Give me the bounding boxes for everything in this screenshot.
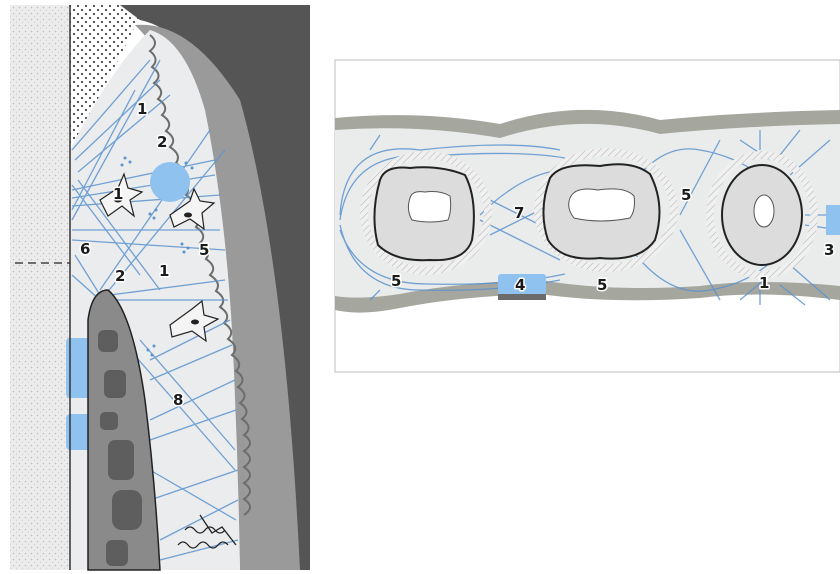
label-2-upper: 2 bbox=[157, 133, 167, 151]
label-1-top: 1 bbox=[137, 100, 147, 118]
label-5-upper-right: 5 bbox=[681, 186, 691, 204]
label-1-lower: 1 bbox=[159, 262, 169, 280]
label-7: 7 bbox=[514, 204, 524, 222]
label-8: 8 bbox=[173, 391, 183, 409]
tooth-surface bbox=[10, 5, 70, 570]
label-6: 6 bbox=[80, 240, 90, 258]
tooth-cross-section-3 bbox=[722, 165, 802, 265]
label-2-lower: 2 bbox=[115, 267, 125, 285]
left-panel-sagittal-section: 1 2 1 5 6 2 1 8 bbox=[10, 5, 310, 570]
label-5-lower-left: 5 bbox=[391, 272, 401, 290]
blood-vessel-highlight bbox=[150, 162, 190, 202]
label-5-lower-middle: 5 bbox=[597, 276, 607, 294]
label-5: 5 bbox=[199, 241, 209, 259]
label-1-right: 1 bbox=[759, 274, 769, 292]
fiber-highlight-3 bbox=[826, 205, 840, 235]
tooth-cross-section-1 bbox=[374, 167, 473, 260]
fiber-highlight-4-dark bbox=[498, 294, 546, 300]
label-4: 4 bbox=[515, 276, 525, 294]
right-panel-cross-section: 7 5 3 5 4 5 1 bbox=[335, 60, 840, 372]
label-3: 3 bbox=[824, 241, 834, 259]
label-1-middle: 1 bbox=[113, 185, 123, 203]
tooth-cross-section-2 bbox=[543, 164, 659, 258]
